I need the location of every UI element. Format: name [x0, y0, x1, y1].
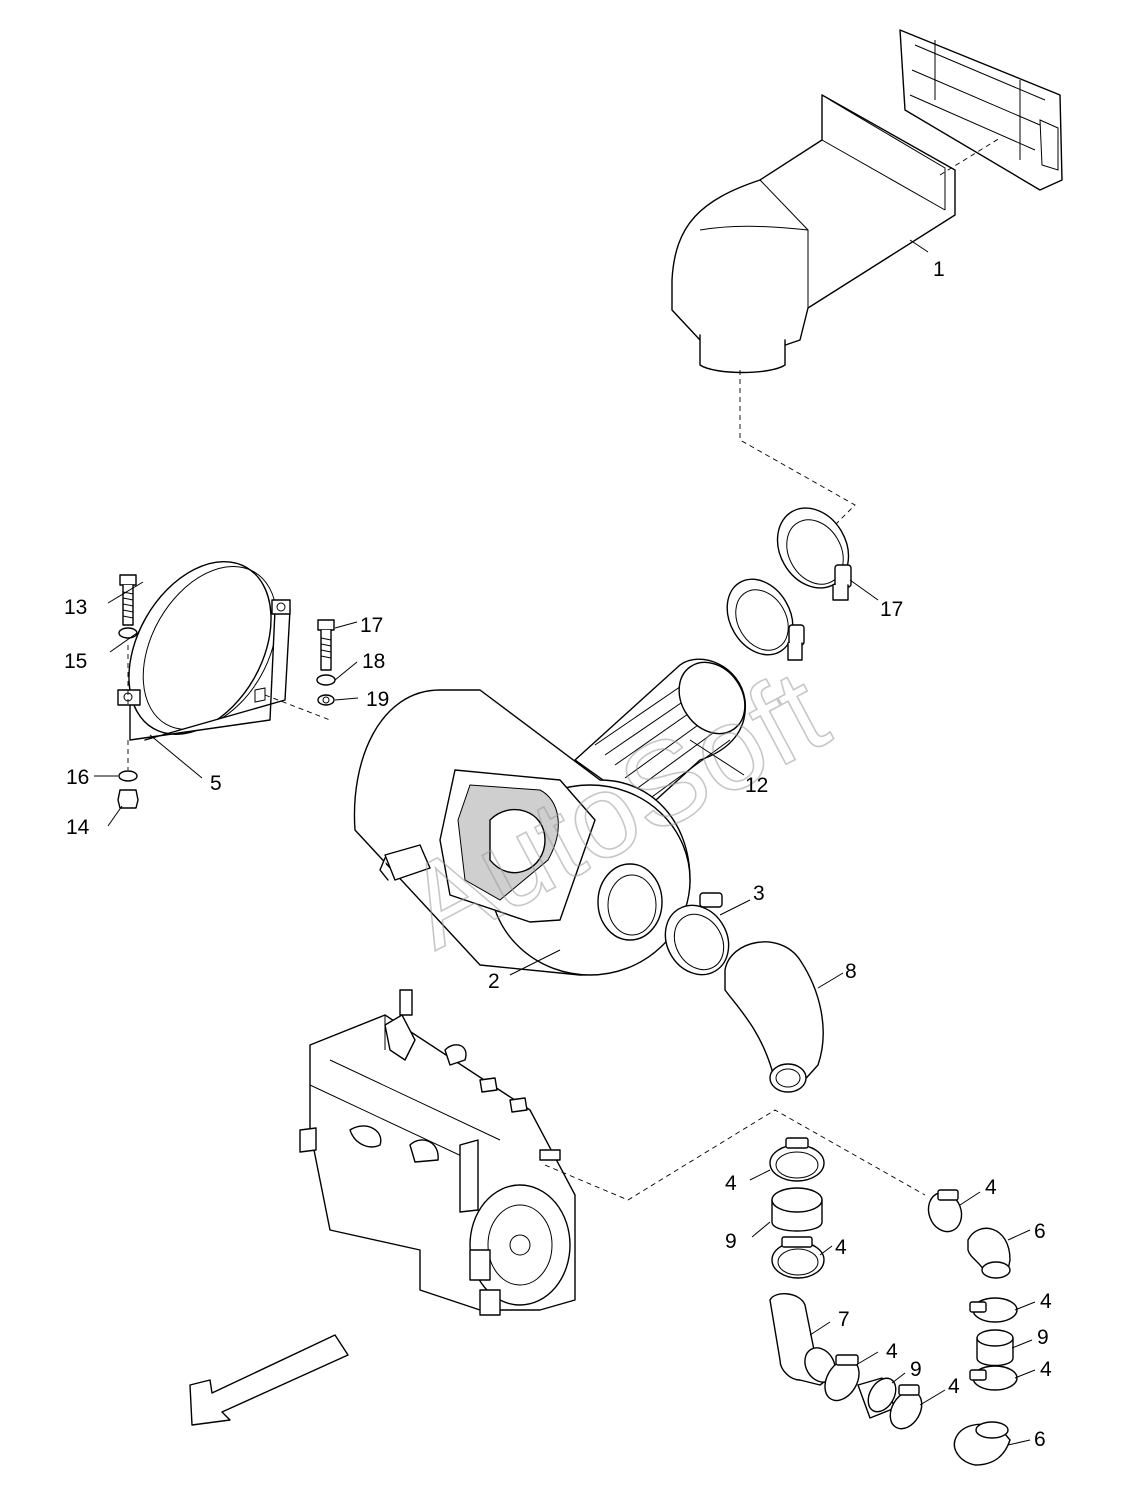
direction-arrow-icon: [189, 1334, 349, 1426]
part-17-clamp-lower: [726, 578, 805, 661]
part-5-bracket-band: [117, 560, 331, 770]
hose-chain-right: [927, 1189, 1018, 1466]
callout-17: 17: [360, 614, 383, 637]
callout-9: 9: [1037, 1326, 1049, 1349]
engine-block: [299, 989, 926, 1316]
fasteners-left: [117, 574, 139, 809]
callout-16: 16: [66, 766, 89, 789]
leader-lines: [94, 239, 1036, 1446]
fasteners-right: [316, 619, 336, 706]
callout-9: 9: [725, 1230, 737, 1253]
callout-18: 18: [362, 650, 385, 673]
callout-3: 3: [753, 882, 765, 905]
callout-7: 7: [838, 1308, 850, 1331]
callout-4: 4: [725, 1172, 737, 1195]
callout-2: 2: [488, 970, 500, 993]
part-8-elbow-hose: [724, 941, 824, 1093]
callout-17: 17: [880, 598, 903, 621]
callout-4: 4: [1040, 1358, 1052, 1381]
callout-4: 4: [948, 1375, 960, 1398]
hose-chain-left: [769, 1137, 923, 1430]
callout-labels: 1 2 3 4 4 4 4 4 4 4 5 6 6 7 8 9 9 9 12 1…: [64, 258, 1052, 1451]
part-3-clamp: [664, 892, 730, 976]
part-17-clamp-upper: [776, 507, 852, 601]
callout-6: 6: [1034, 1428, 1046, 1451]
callout-8: 8: [845, 960, 857, 983]
part-2-air-cleaner: [353, 689, 691, 976]
part-1-intake-duct: [671, 29, 1063, 526]
callout-9: 9: [910, 1358, 922, 1381]
callout-19: 19: [366, 688, 389, 711]
callout-1: 1: [933, 258, 945, 281]
callout-13: 13: [64, 596, 87, 619]
callout-4: 4: [835, 1236, 847, 1259]
callout-14: 14: [66, 816, 90, 839]
callout-5: 5: [210, 772, 222, 795]
callout-4: 4: [1040, 1290, 1052, 1313]
part-12-flex-hose: [574, 658, 746, 811]
callout-4: 4: [985, 1176, 997, 1199]
callout-4: 4: [886, 1340, 898, 1363]
callout-12: 12: [745, 774, 768, 797]
callout-6: 6: [1034, 1220, 1046, 1243]
callout-15: 15: [64, 650, 87, 673]
